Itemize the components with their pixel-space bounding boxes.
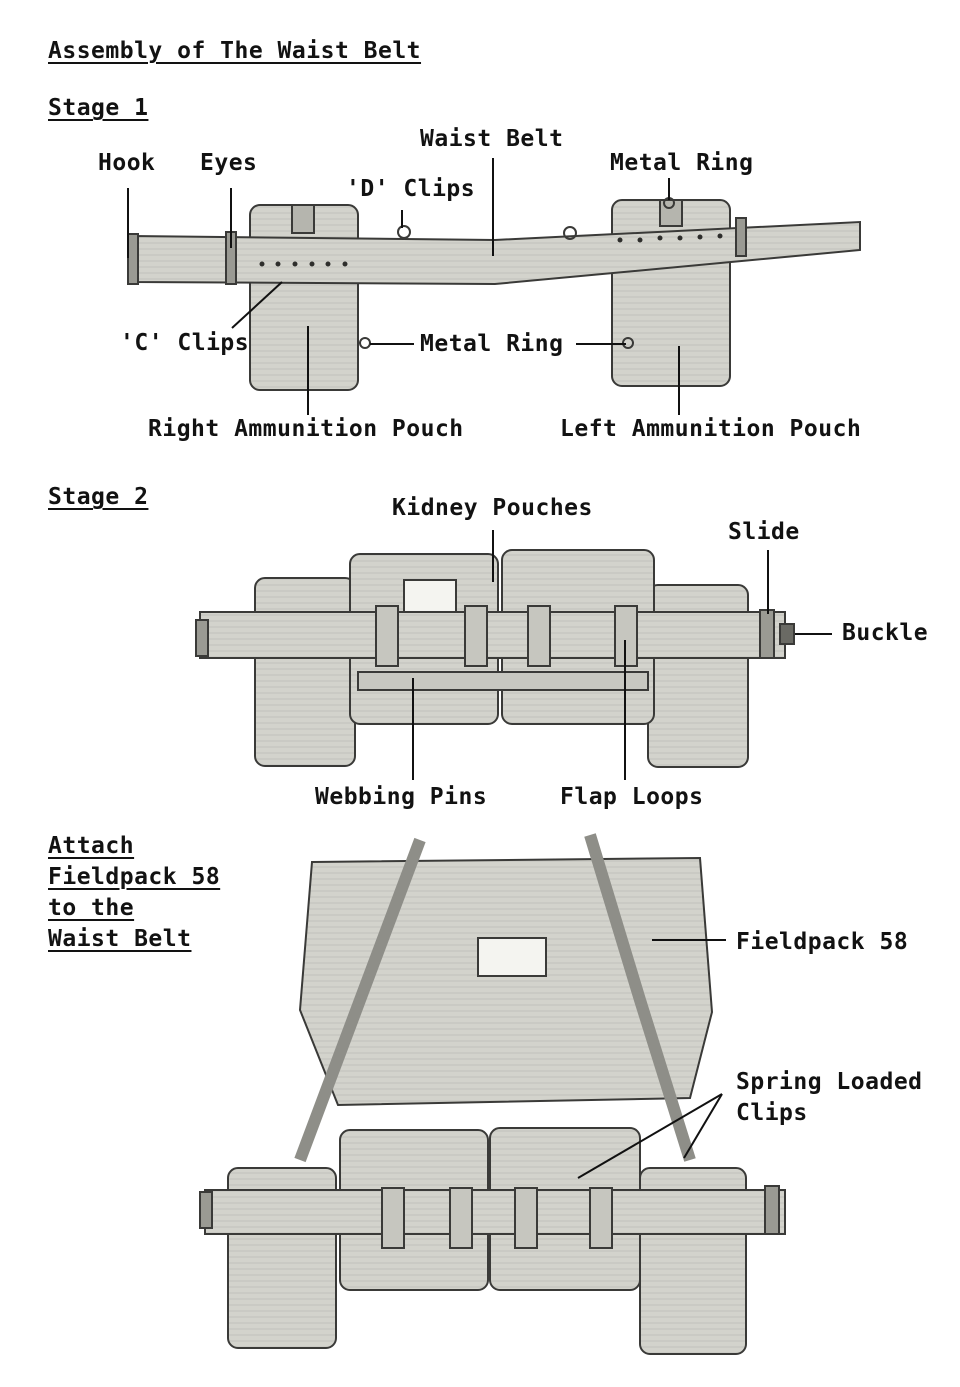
stage1-heading: Stage 1: [48, 95, 149, 121]
label-slide: Slide: [728, 519, 800, 545]
stage2-belt-assembly: [195, 549, 795, 768]
fieldpack-body: [298, 856, 714, 1107]
stage3-heading-line1: Attach: [48, 833, 135, 859]
stage3-heading-line4: Waist Belt: [48, 926, 192, 952]
stage2-right-pouch: [254, 577, 356, 767]
label-waist-belt: Waist Belt: [420, 126, 564, 152]
stage2-waist-belt: [199, 611, 786, 659]
stage3-waist-belt: [204, 1189, 786, 1235]
label-fieldpack-58: Fieldpack 58: [736, 929, 909, 955]
label-d-clips: 'D' Clips: [346, 176, 476, 202]
stage3-heading-line2: Fieldpack 58: [48, 864, 221, 890]
label-metal-ring-top: Metal Ring: [610, 150, 754, 176]
stage3-heading-line3: to the: [48, 895, 135, 921]
label-eyes: Eyes: [200, 150, 258, 176]
label-hook: Hook: [98, 150, 156, 176]
label-flap-loops: Flap Loops: [560, 784, 704, 810]
label-webbing-pins: Webbing Pins: [315, 784, 488, 810]
label-kidney-pouches: Kidney Pouches: [392, 495, 593, 521]
label-metal-ring-mid: Metal Ring: [420, 331, 564, 357]
page-title: Assembly of The Waist Belt: [48, 38, 422, 64]
label-left-ammunition-pouch: Left Ammunition Pouch: [560, 416, 862, 442]
stage1-left-pouch: [611, 199, 731, 387]
label-buckle: Buckle: [842, 620, 929, 646]
label-c-clips: 'C' Clips: [120, 330, 250, 356]
stage3-fieldpack-assembly: [199, 833, 786, 1355]
leader-lines: [127, 158, 832, 1179]
label-spring-loaded-clips-line1: Spring Loaded: [736, 1069, 923, 1095]
label-right-ammunition-pouch: Right Ammunition Pouch: [148, 416, 464, 442]
stage1-belt-assembly: [127, 197, 861, 391]
stage2-heading: Stage 2: [48, 484, 149, 510]
label-spring-loaded-clips-line2: Clips: [736, 1100, 808, 1126]
stage1-waist-belt: [131, 220, 861, 286]
